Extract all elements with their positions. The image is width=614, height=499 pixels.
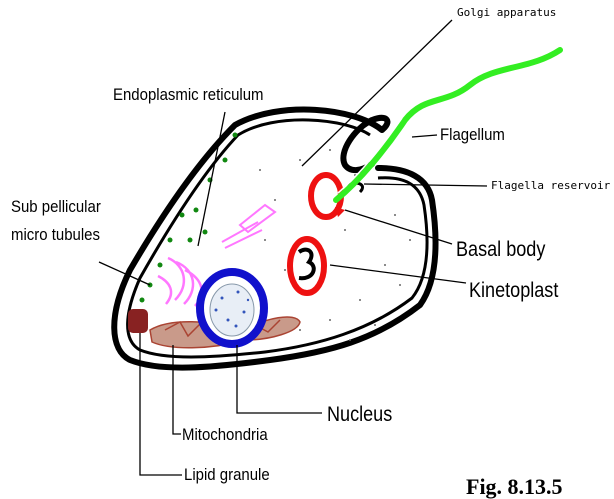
label-golgi-apparatus: Golgi apparatus [457,7,556,18]
figure-caption: Fig. 8.13.5 [466,476,563,498]
golgi-stacks [158,258,202,306]
label-nucleus: Nucleus [327,404,392,425]
line-mito [173,345,181,434]
label-mitochondria: Mitochondria [182,426,268,443]
lipid-granule [128,309,148,333]
label-flagellum: Flagellum [440,126,505,143]
line-flagellum [412,135,437,137]
label-sub-pellicular-2: micro tubules [11,226,100,243]
label-kinetoplast: Kinetoplast [469,280,558,301]
label-lipid-granule: Lipid granule [184,466,270,483]
line-golgi [302,20,452,166]
kinetoplast [290,239,324,293]
line-kineto [330,265,466,283]
label-flagella-reservoir: Flagella reservoir [491,180,610,191]
flagellum-sheath [338,118,402,193]
label-sub-pellicular-1: Sub pellicular [11,198,101,215]
label-endoplasmic-reticulum: Endoplasmic reticulum [113,86,263,103]
label-basal-body: Basal body [456,239,545,260]
nucleus [200,272,264,344]
endoplasmic-reticulum [222,205,275,248]
